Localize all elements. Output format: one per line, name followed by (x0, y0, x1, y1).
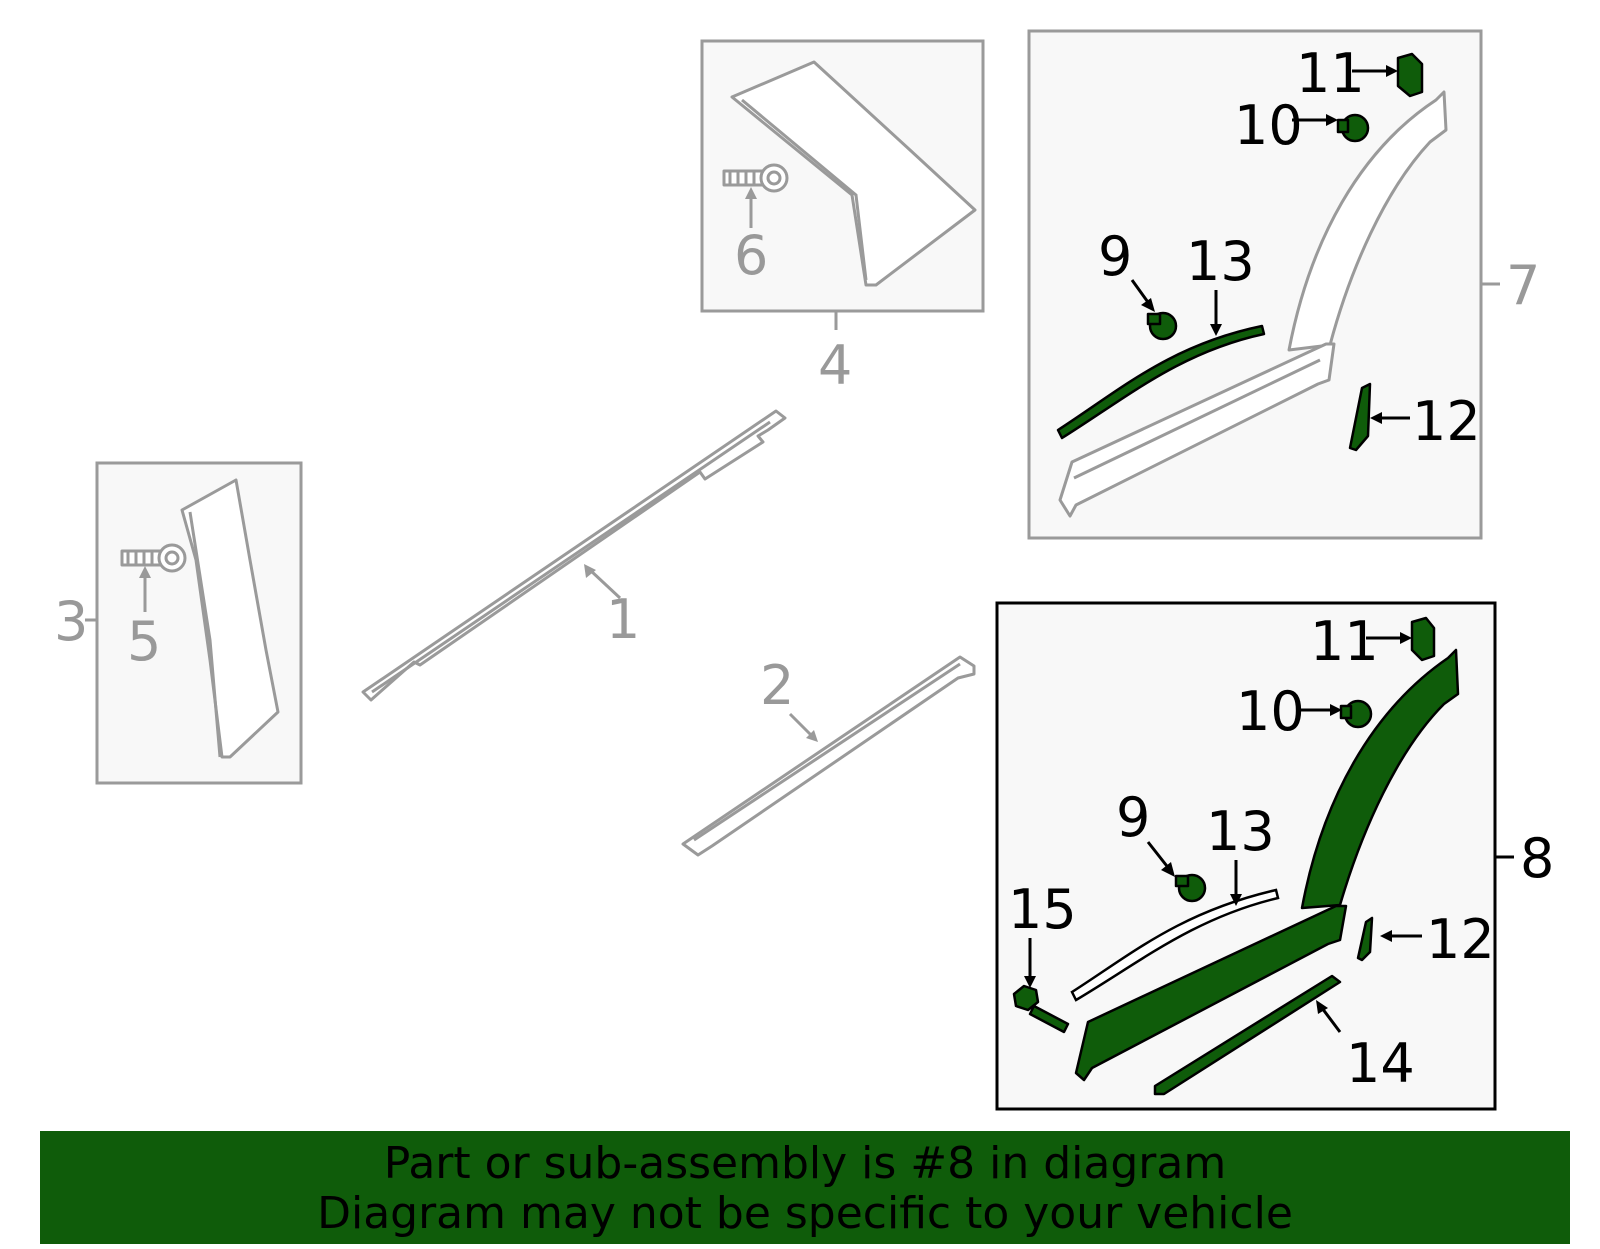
banner-line-2: Diagram may not be specific to your vehi… (317, 1188, 1293, 1239)
part-1: 1 (361, 409, 787, 702)
strip-12-lower (1356, 916, 1374, 962)
callout-9-lower: 9 (1116, 786, 1150, 849)
callout-14: 14 (1346, 1032, 1415, 1095)
strip-14 (1153, 974, 1342, 1096)
callout-12-lower: 12 (1426, 908, 1495, 971)
info-banner: Part or sub-assembly is #8 in diagram Di… (40, 1131, 1570, 1244)
callout-11-lower: 11 (1310, 610, 1379, 673)
callout-6: 6 (734, 224, 768, 287)
strip-13-upper (1056, 324, 1266, 440)
callout-11-upper: 11 (1296, 42, 1365, 105)
callout-13-upper: 13 (1186, 230, 1255, 293)
clip-9-upper-icon (1146, 311, 1178, 341)
belt-moulding-2 (681, 655, 976, 857)
clip-10-upper-icon (1336, 113, 1370, 143)
banner-line-1: Part or sub-assembly is #8 in diagram (383, 1138, 1227, 1189)
callout-13-lower: 13 (1206, 800, 1275, 863)
callout-15: 15 (1008, 878, 1077, 941)
group-7: 9 13 10 11 12 7 (1027, 29, 1540, 540)
group-4: 6 4 (700, 39, 985, 397)
screw-5-icon (120, 543, 187, 573)
part-2: 2 (681, 654, 976, 857)
callout-2: 2 (760, 654, 794, 717)
callout-1: 1 (606, 588, 640, 651)
strip-13-lower (1070, 888, 1280, 1002)
callout-12-upper: 12 (1412, 390, 1481, 453)
arch-moulding-7 (1287, 90, 1448, 352)
clip-11-lower-icon (1410, 616, 1436, 662)
callout-10-lower: 10 (1236, 680, 1305, 743)
bolt-15-icon (1012, 984, 1070, 1034)
clip-9-lower-icon (1174, 873, 1207, 903)
callout-4: 4 (818, 334, 852, 397)
clip-11-upper-icon (1396, 52, 1424, 98)
group-8: 10 11 9 13 12 14 15 8 (995, 601, 1554, 1111)
screw-6-icon (722, 163, 789, 193)
triangle-trim-part (730, 60, 977, 287)
group-3: 5 3 (54, 461, 303, 785)
callout-10-upper: 10 (1234, 94, 1303, 157)
pillar-trim-part (180, 478, 280, 759)
strip-12-upper (1348, 382, 1372, 452)
arch-moulding-8 (1300, 648, 1460, 910)
callout-8: 8 (1520, 827, 1554, 890)
callout-7: 7 (1506, 254, 1540, 317)
callout-9-upper: 9 (1098, 225, 1132, 288)
callout-3: 3 (54, 590, 88, 653)
callout-5: 5 (127, 610, 161, 673)
rocker-moulding-8 (1074, 904, 1348, 1082)
clip-10-lower-icon (1339, 699, 1373, 729)
